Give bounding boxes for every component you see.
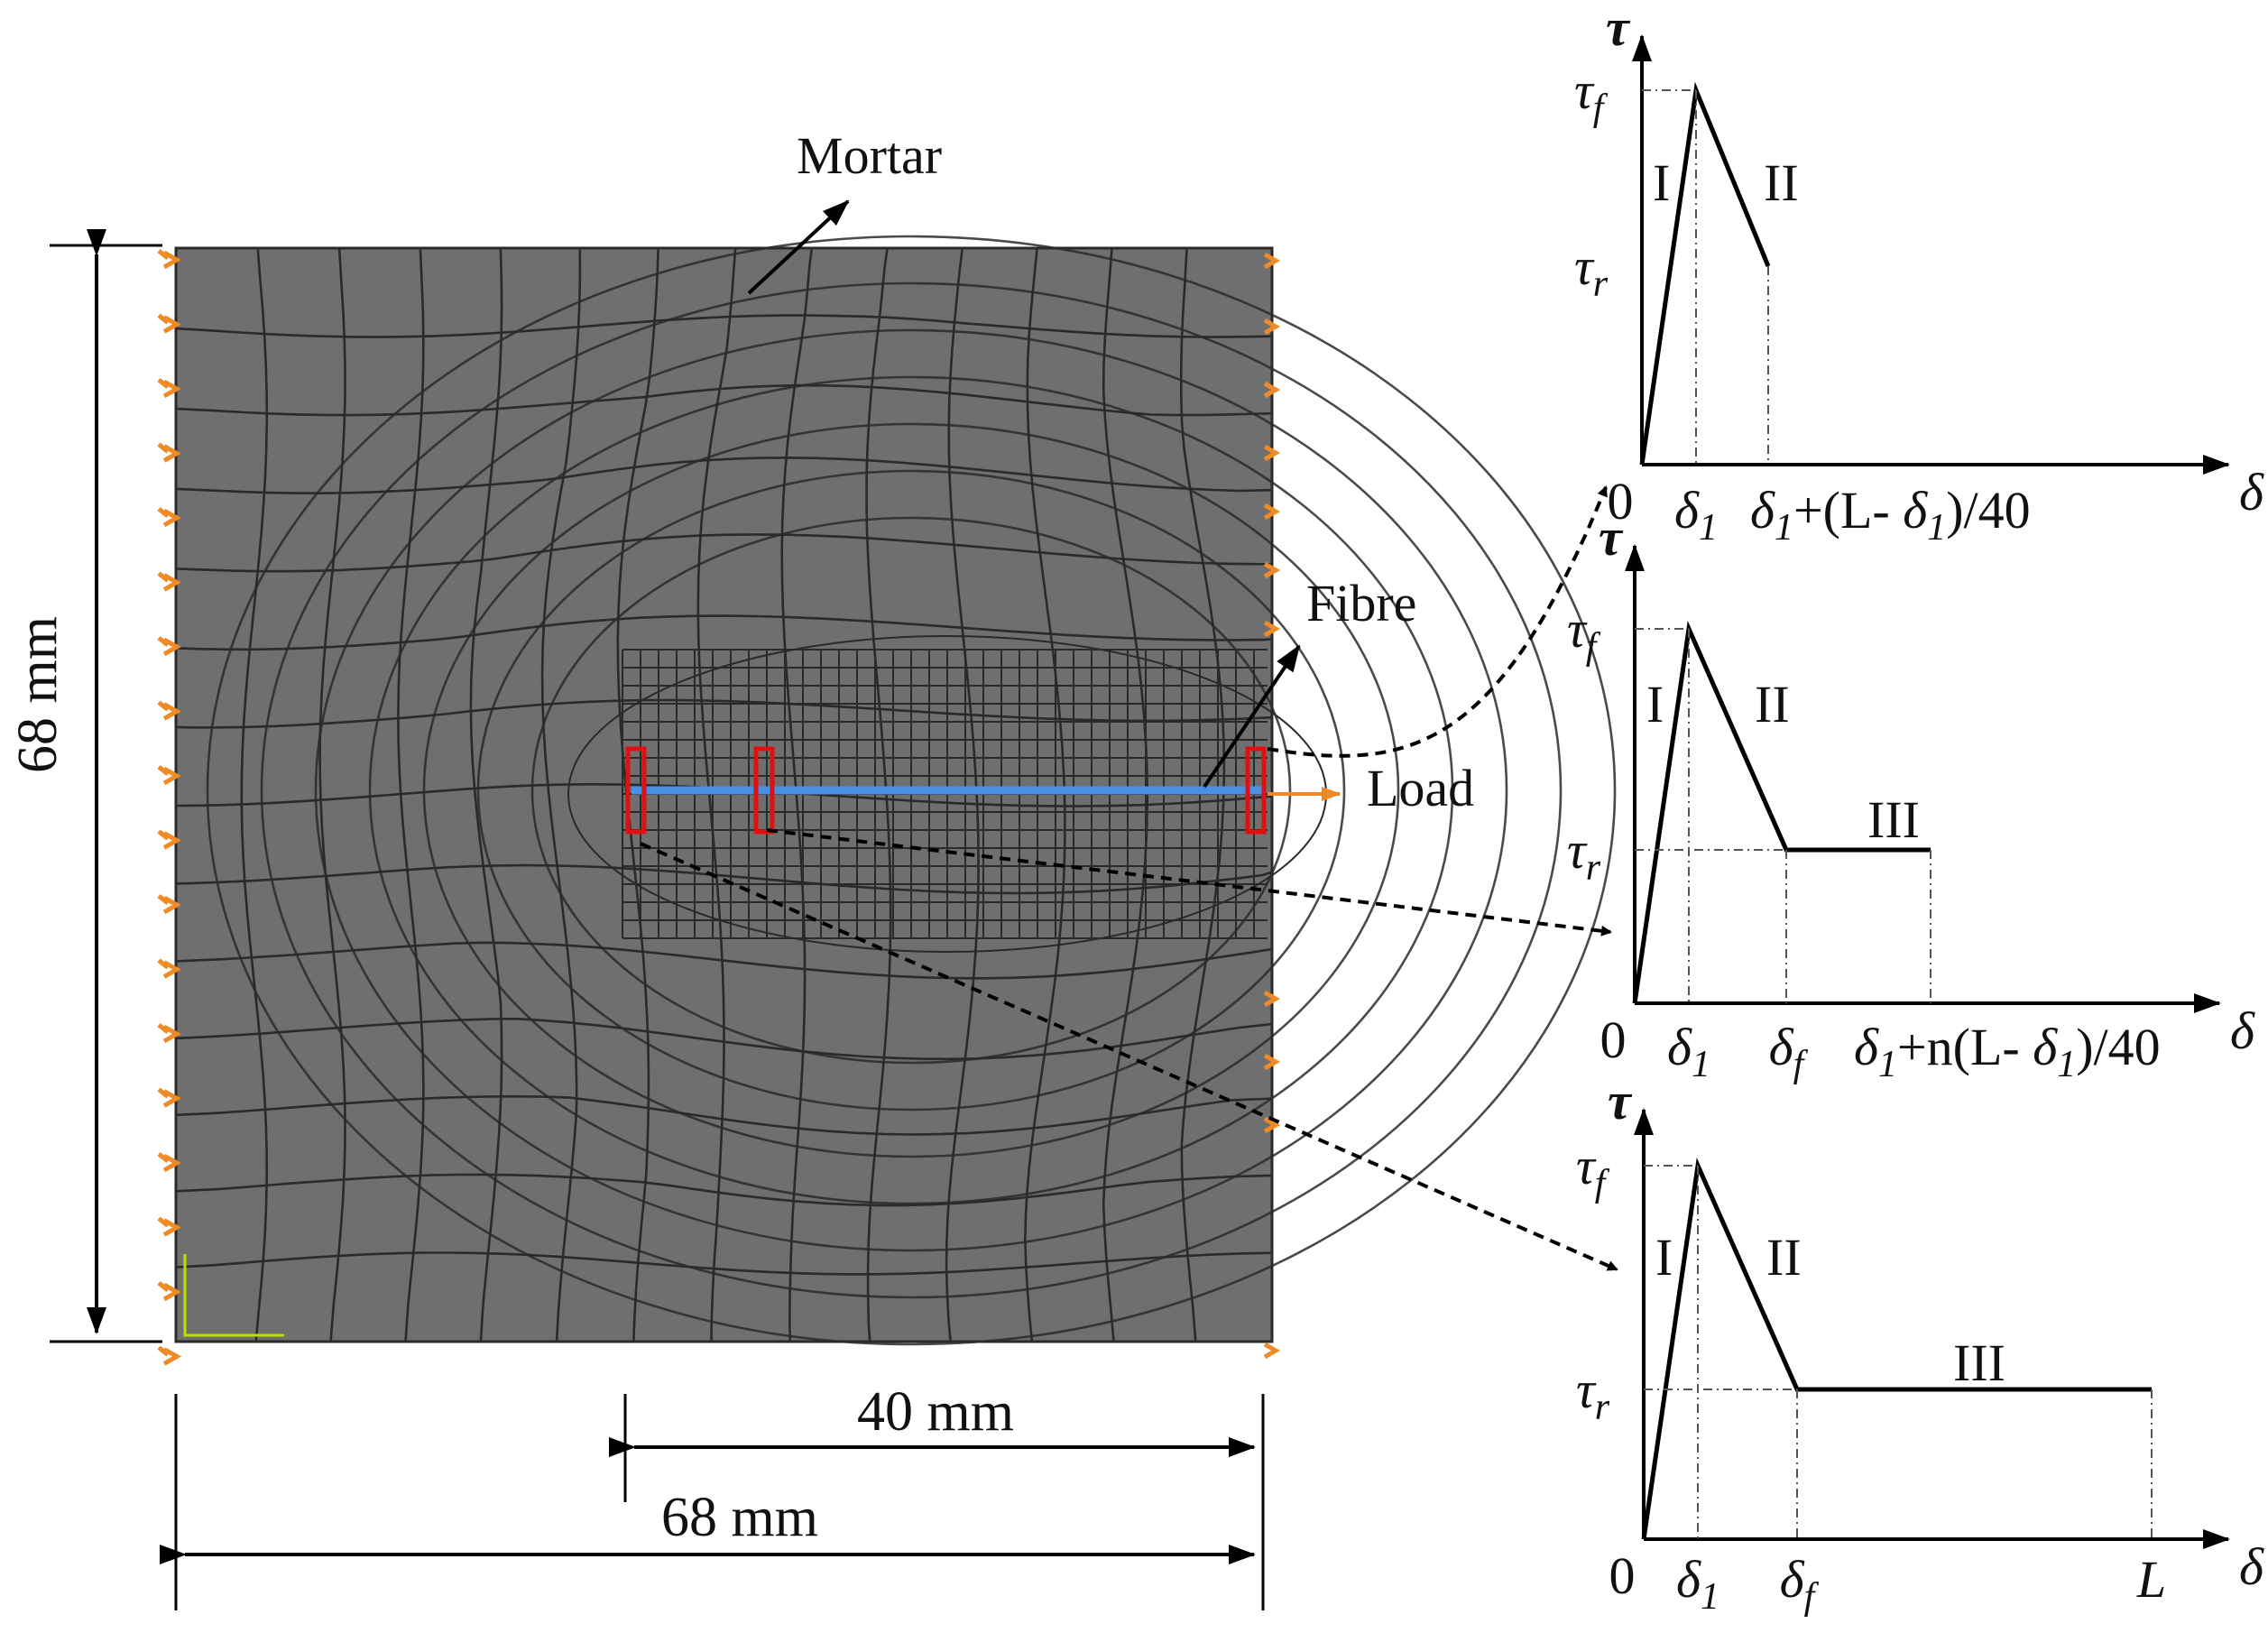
dimension-height: 68 mm [7,229,162,1343]
y-tick-tau-f: τf [1576,1137,1610,1204]
x-tick-label: δf [1769,1018,1809,1085]
dashed-connectors [640,485,1618,1271]
bond-slip-curve [1639,81,1771,466]
x-tick-label: δ1+n(L- δ1)/40 [1854,1018,2161,1085]
origin-label: 0 [1609,1546,1636,1605]
mesh-grid-lines [175,235,1617,1346]
x-tick-label: δ1+(L- δ1)/40 [1750,481,2031,549]
x-axis-label: δ [2239,1537,2264,1596]
stage-label-II: II [1766,1228,1802,1287]
stage-label-II: II [1764,153,1799,212]
embedded-length-label: 40 mm [857,1381,1014,1443]
dimension-embedded-length: 40 mm [609,1381,1265,1610]
x-axis-label: δ [2239,463,2264,521]
guide-lines [1635,628,1931,1003]
x-tick-label: δ1 [1667,1018,1710,1085]
y-tick-tau-r: τr [1567,821,1601,889]
y-tick-tau-r: τr [1574,237,1609,305]
axis-triad-icon [183,1254,284,1337]
y-axis-label: τ [1606,0,1631,57]
x-axis-label: δ [2230,1001,2255,1060]
graph-axes [1634,1108,2230,1549]
stage-label-I: I [1653,153,1670,212]
y-tick-tau-r: τr [1576,1361,1610,1428]
bond-slip-curve [1632,621,1931,1004]
bond-slip-curve [1641,1158,2152,1540]
guide-lines [1644,1165,2153,1539]
stage-label-I: I [1646,675,1664,733]
boundary-markers-right [1263,252,1280,1360]
highlight-box-left [625,746,647,835]
origin-label: 0 [1600,1010,1627,1069]
stage-label-III: III [1867,790,1920,849]
boundary-markers-left [157,249,182,1366]
stage-label-I: I [1655,1228,1673,1287]
highlight-box-middle [753,746,775,835]
x-tick-label: δf [1780,1550,1820,1618]
highlight-box-right [1245,746,1267,835]
y-axis-label: τ [1608,1072,1633,1130]
y-tick-tau-f: τf [1567,600,1601,668]
fe-mesh-panel [157,235,1617,1366]
fibre-label: Fibre [1306,574,1416,632]
connector-right-to-graph-1 [1267,485,1608,758]
x-tick-label: δ1 [1674,481,1718,549]
mortar-pointer [747,199,850,295]
mortar-label: Mortar [797,126,942,185]
dimension-width: 68 mm [160,1394,1256,1610]
y-axis-label: τ [1599,508,1624,567]
width-dimension-label: 68 mm [661,1487,818,1548]
x-tick-label: δ1 [1676,1550,1719,1618]
origin-label: 0 [1608,472,1634,530]
height-dimension-label: 68 mm [7,616,69,773]
fibre-pointer [1203,644,1301,789]
stage-label-II: II [1755,675,1790,733]
graph-axes [1632,34,2230,475]
x-tick-label: L [2136,1550,2166,1609]
y-tick-tau-f: τf [1574,61,1609,129]
guide-lines [1642,89,1769,465]
connector-left-to-graph-3 [640,842,1618,1271]
graph-axes [1625,544,2221,1013]
stage-label-III: III [1953,1333,2005,1392]
connector-middle-to-graph-2 [766,828,1612,936]
load-label: Load [1367,759,1474,817]
